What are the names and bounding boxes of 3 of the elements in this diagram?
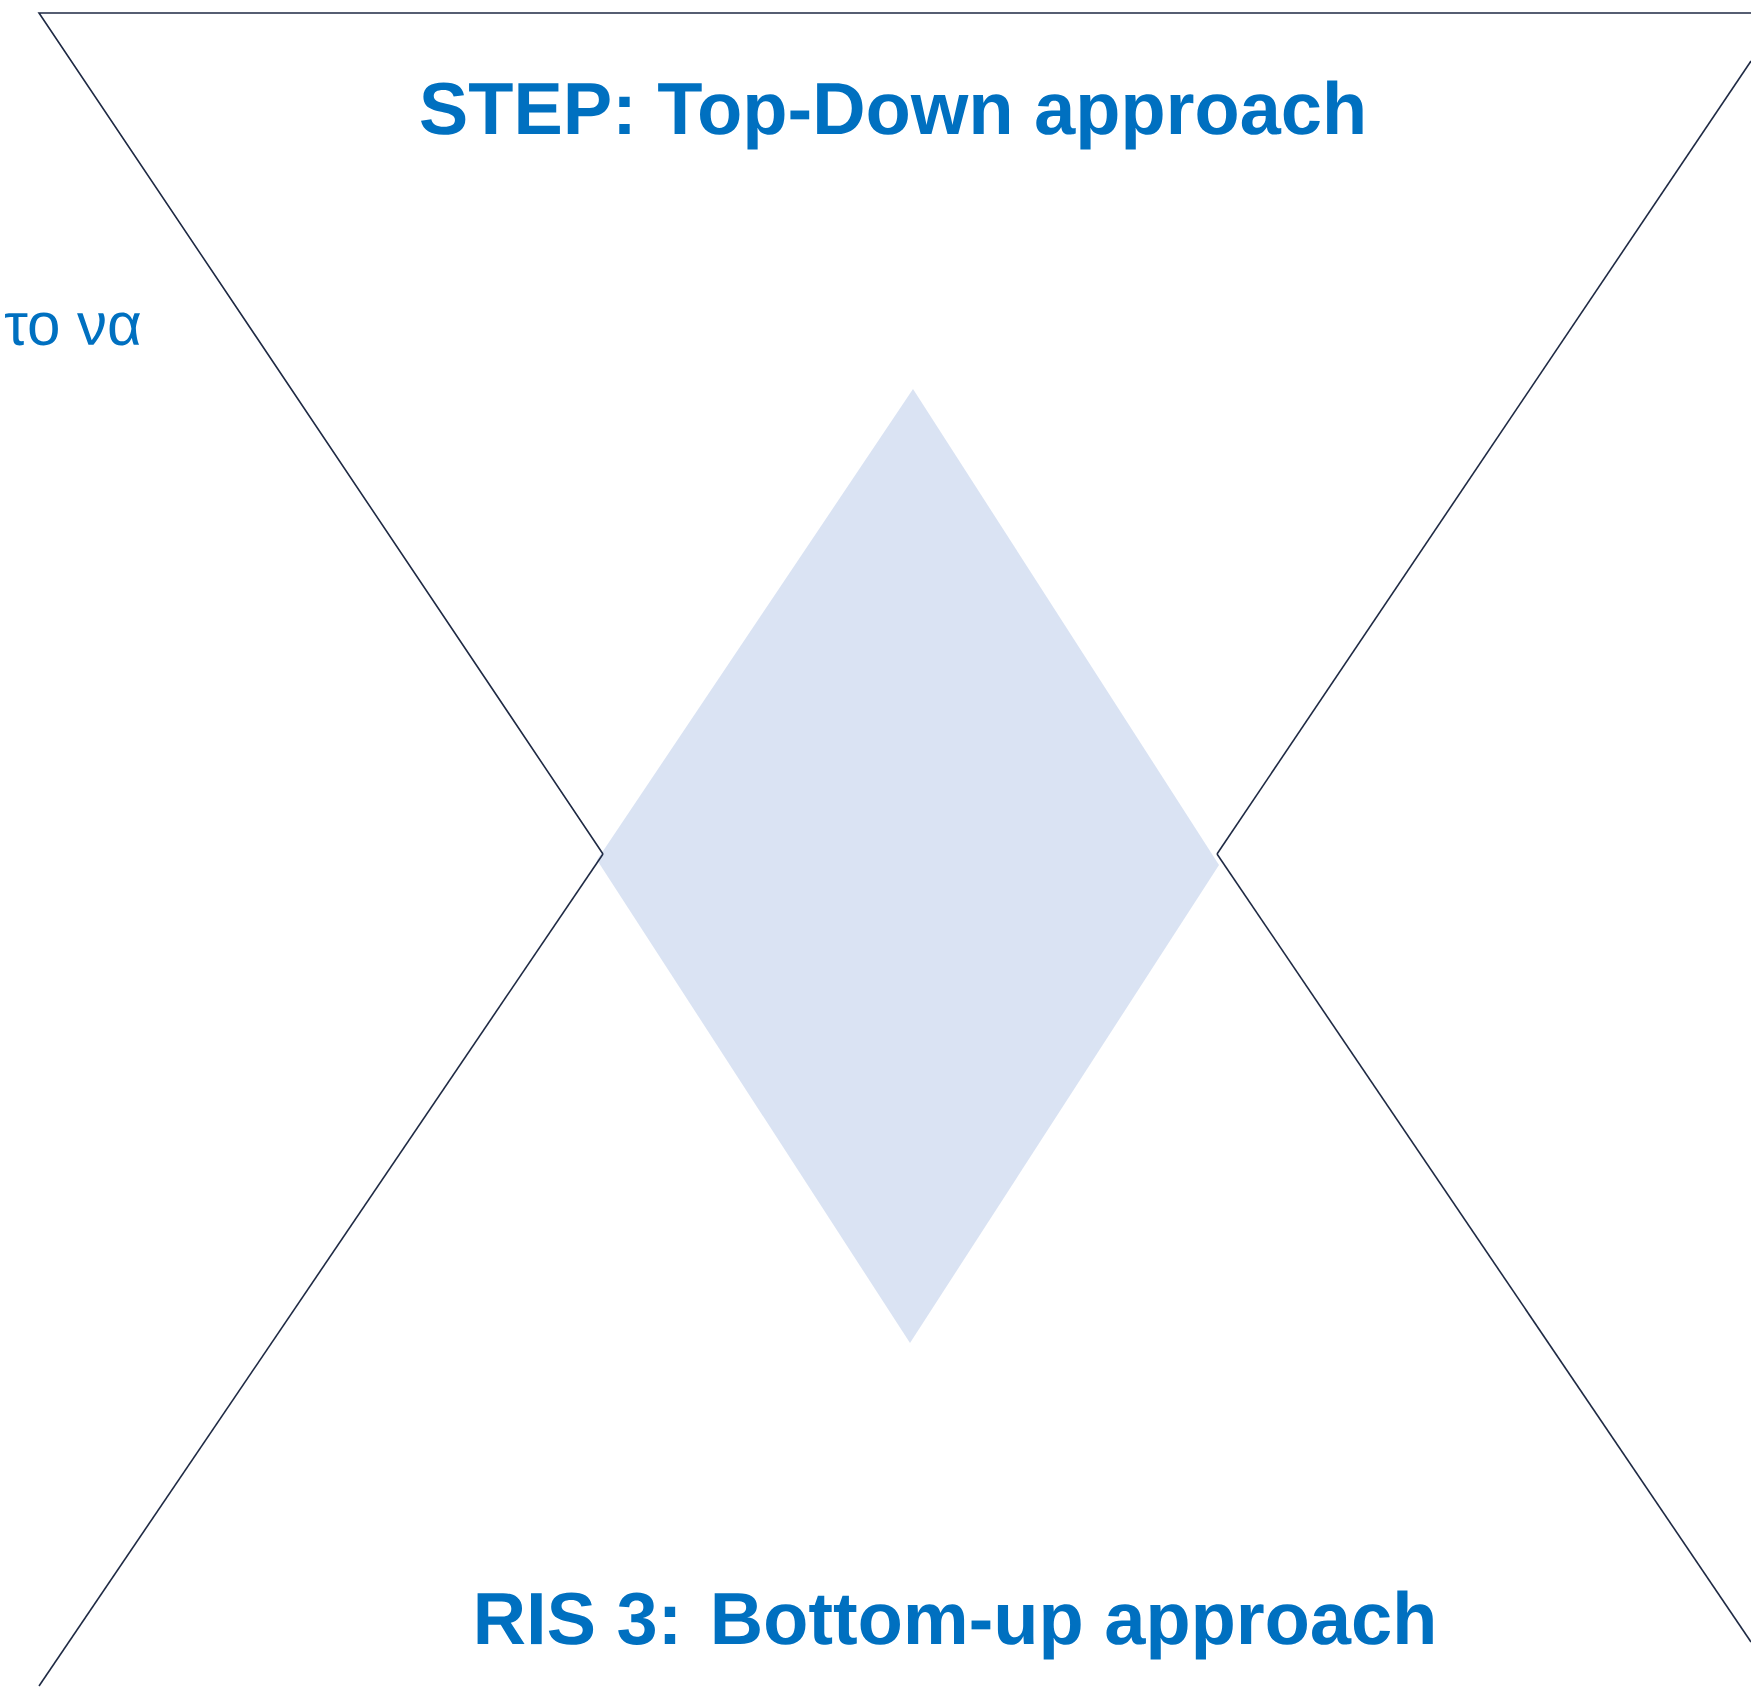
diamond	[597, 389, 1219, 1343]
triangle-section: RIS 3: Bottom-up approach	[38, 853, 1751, 1687]
text-fragment: το να	[5, 312, 140, 346]
